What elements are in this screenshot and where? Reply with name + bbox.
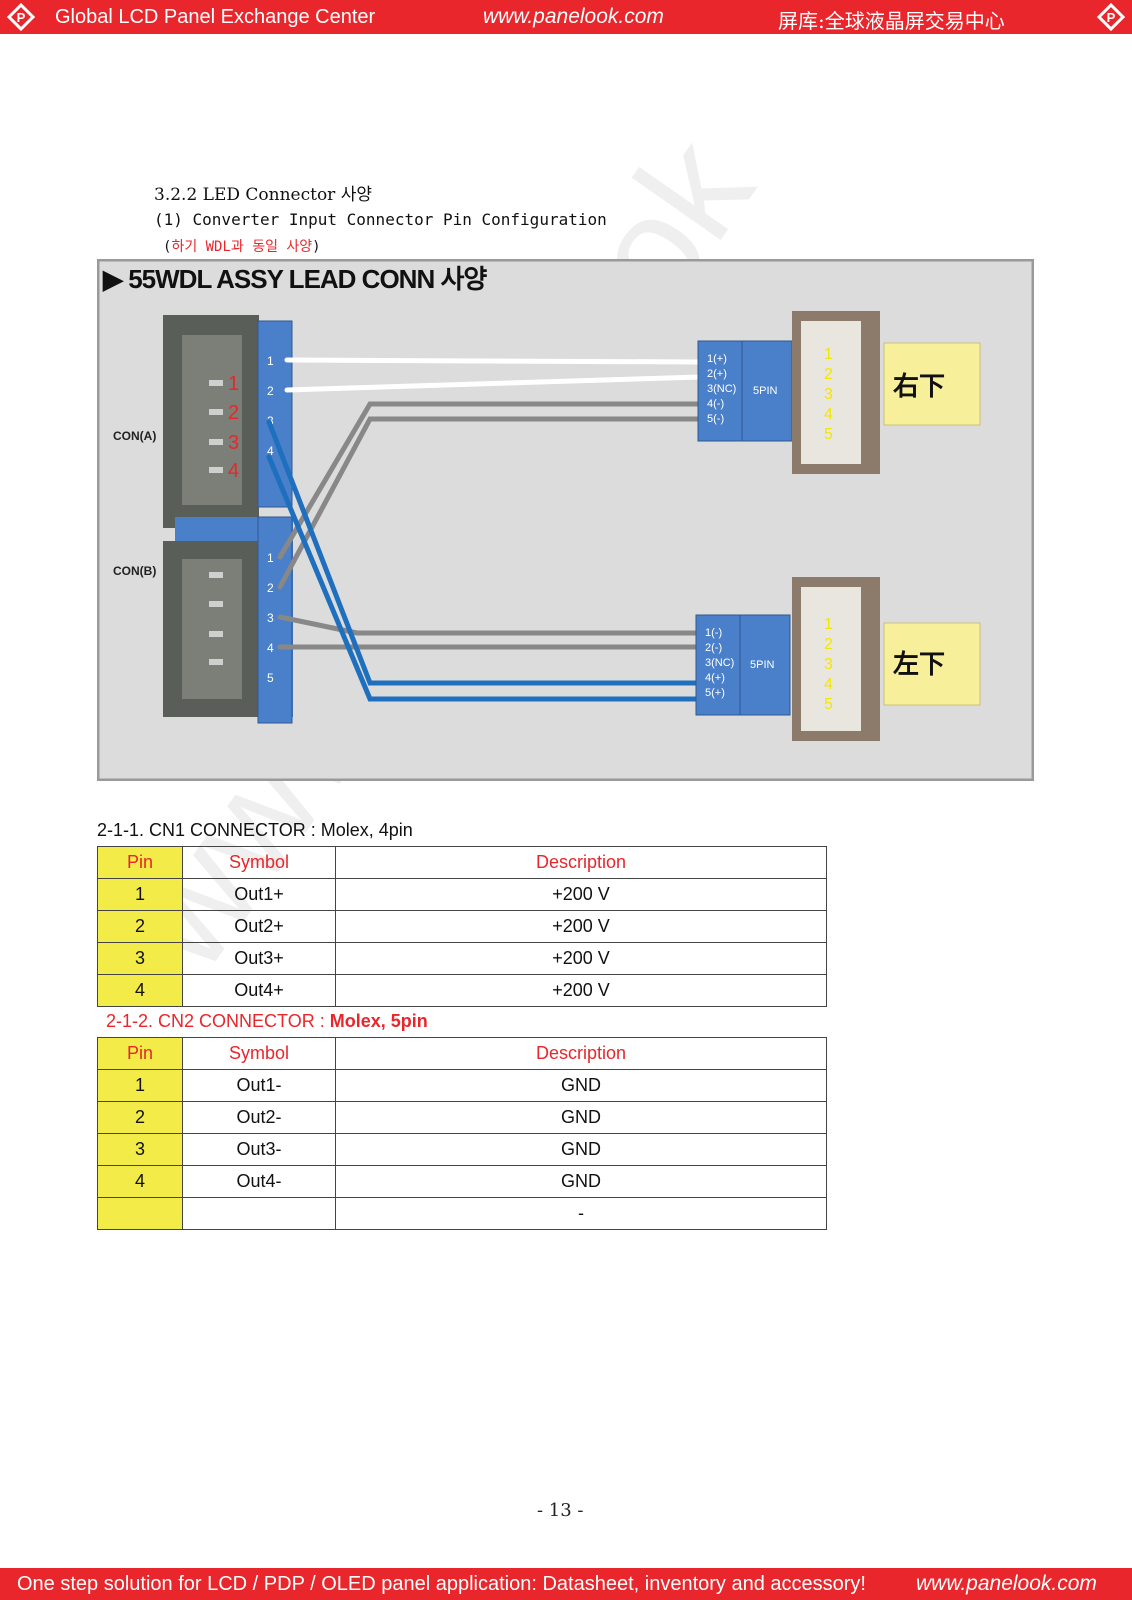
right-top-photo-pin: 4 bbox=[824, 406, 833, 423]
svg-text:P: P bbox=[17, 10, 26, 25]
header-right-text: 屏库:全球液晶屏交易中心 bbox=[778, 9, 1005, 33]
cn1-table: Pin Symbol Description 1 Out1+ +200 V 2 … bbox=[97, 846, 827, 1007]
footer-tagline: One step solution for LCD / PDP / OLED p… bbox=[17, 1573, 866, 1595]
con-a-photo-pin: 2 bbox=[228, 402, 239, 424]
right-top-photo-pin: 2 bbox=[824, 366, 833, 383]
con-b-pin-label: 5 bbox=[267, 671, 274, 685]
con-b-pin-label: 2 bbox=[267, 581, 274, 595]
header-left-text: Global LCD Panel Exchange Center bbox=[55, 6, 376, 28]
right-top-pin-label: 4(-) bbox=[707, 398, 724, 410]
right-bottom-pin-label: 5(+) bbox=[705, 687, 725, 699]
con-a-photo-pin: 1 bbox=[228, 373, 239, 395]
gray-wire bbox=[277, 614, 700, 636]
right-top-photo-pin: 5 bbox=[824, 426, 833, 443]
right-top-pin-label: 5(-) bbox=[707, 413, 724, 425]
diagram-title: ▶ 55WDL ASSY LEAD CONN 사양 bbox=[102, 264, 487, 294]
section-note-text: 하기 WDL과 동일 사양 bbox=[171, 239, 313, 255]
cn2-caption: 2-1-2. CN2 CONNECTOR : Molex, 5pin bbox=[106, 1011, 428, 1031]
right-bottom-photo-pin: 2 bbox=[824, 636, 833, 653]
section-subtitle: (1) Converter Input Connector Pin Config… bbox=[154, 210, 607, 229]
con-a-pin-label: 4 bbox=[267, 444, 274, 458]
con-a-pin-label: 1 bbox=[267, 354, 274, 368]
right-top-name: 右下 bbox=[893, 372, 945, 402]
white-wire bbox=[284, 374, 703, 393]
header-website-link[interactable]: www.panelook.com bbox=[483, 5, 664, 28]
table-row: 1 Out1- GND bbox=[97, 1069, 827, 1102]
table-header-row: Pin Symbol Description bbox=[97, 846, 827, 879]
right-top-label-box bbox=[883, 342, 981, 426]
con-b-label: CON(B) bbox=[113, 564, 156, 578]
table-row: 2 Out2+ +200 V bbox=[97, 910, 827, 943]
con-a-label: CON(A) bbox=[113, 429, 156, 443]
cn1-caption: 2-1-1. CN1 CONNECTOR : Molex, 4pin bbox=[97, 820, 413, 840]
table-header-row: Pin Symbol Description bbox=[97, 1037, 827, 1070]
blue-wire bbox=[266, 454, 700, 702]
right-bottom-pin-label: 1(-) bbox=[705, 627, 722, 639]
footer-website-link[interactable]: www.panelook.com bbox=[916, 1572, 1097, 1595]
blue-wire bbox=[266, 419, 700, 686]
right-bottom-pin-label: 2(-) bbox=[705, 642, 722, 654]
panelook-logo-icon: P bbox=[7, 3, 35, 31]
con-a-block bbox=[257, 320, 293, 508]
table-row: 4 Out4+ +200 V bbox=[97, 974, 827, 1007]
con-b-pin-label: 1 bbox=[267, 551, 274, 565]
right-bottom-photo-pin: 5 bbox=[824, 696, 833, 713]
wires bbox=[266, 357, 703, 702]
right-top-pin-label: 2(+) bbox=[707, 368, 727, 380]
con-b-pin-label: 4 bbox=[267, 641, 274, 655]
right-bottom-pin-label: 4(+) bbox=[705, 672, 725, 684]
cn2-table: Pin Symbol Description 1 Out1- GND 2 Out… bbox=[97, 1037, 827, 1230]
con-a-photo-pin: 4 bbox=[228, 460, 239, 482]
table-row: 1 Out1+ +200 V bbox=[97, 878, 827, 911]
connector-diagram: ▶ 55WDL ASSY LEAD CONN 사양 1 2 3 4 1 2 3 … bbox=[97, 259, 1034, 781]
table-row: 2 Out2- GND bbox=[97, 1101, 827, 1134]
gray-wire bbox=[277, 401, 703, 560]
section-note: (하기 WDL과 동일 사양) bbox=[163, 239, 321, 255]
page-number: - 13 - bbox=[537, 1500, 584, 1521]
right-bottom-photo-pin: 3 bbox=[824, 656, 833, 673]
section-title: 3.2.2 LED Connector 사양 bbox=[154, 185, 372, 205]
svg-text:P: P bbox=[1107, 10, 1116, 25]
table-row: 4 Out4- GND bbox=[97, 1165, 827, 1198]
right-bottom-photo-pin: 1 bbox=[824, 616, 833, 633]
right-bottom-connector bbox=[695, 614, 741, 716]
con-b-pin-label: 3 bbox=[267, 611, 274, 625]
right-top-pin-label: 3(NC) bbox=[707, 383, 736, 395]
right-top-photo-pin: 1 bbox=[824, 346, 833, 363]
con-a-photo-pin: 3 bbox=[228, 432, 239, 454]
panelook-logo-icon: P bbox=[1097, 3, 1125, 31]
table-row: 3 Out3+ +200 V bbox=[97, 942, 827, 975]
right-bottom-photo-pin: 4 bbox=[824, 676, 833, 693]
white-wire bbox=[284, 357, 703, 365]
footer-bar: One step solution for LCD / PDP / OLED p… bbox=[0, 1568, 1132, 1600]
right-top-pin-label: 1(+) bbox=[707, 353, 727, 365]
right-top-photo-pin: 3 bbox=[824, 386, 833, 403]
right-top-5pin-label: 5PIN bbox=[753, 385, 778, 397]
con-a-pin-label: 2 bbox=[267, 384, 274, 398]
right-bottom-label-box bbox=[883, 622, 981, 706]
table-row: 3 Out3- GND bbox=[97, 1133, 827, 1166]
right-bottom-5pin-label: 5PIN bbox=[750, 659, 775, 671]
right-top-connector bbox=[697, 340, 743, 442]
right-bottom-pin-label: 3(NC) bbox=[705, 657, 734, 669]
right-bottom-name: 左下 bbox=[893, 650, 945, 680]
table-row: - bbox=[97, 1197, 827, 1230]
header-bar: P Global LCD Panel Exchange Center www.p… bbox=[0, 0, 1132, 34]
